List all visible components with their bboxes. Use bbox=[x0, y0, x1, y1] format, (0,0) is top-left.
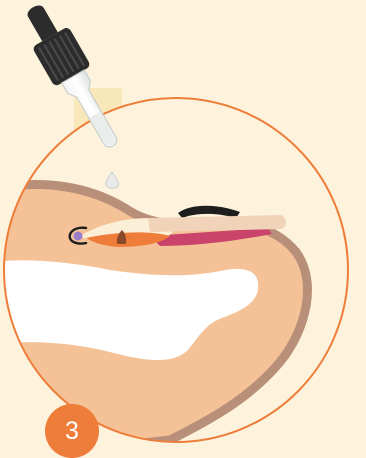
step-badge: 3 bbox=[45, 404, 99, 458]
step-number: 3 bbox=[65, 417, 79, 445]
tear-duct bbox=[74, 232, 83, 241]
